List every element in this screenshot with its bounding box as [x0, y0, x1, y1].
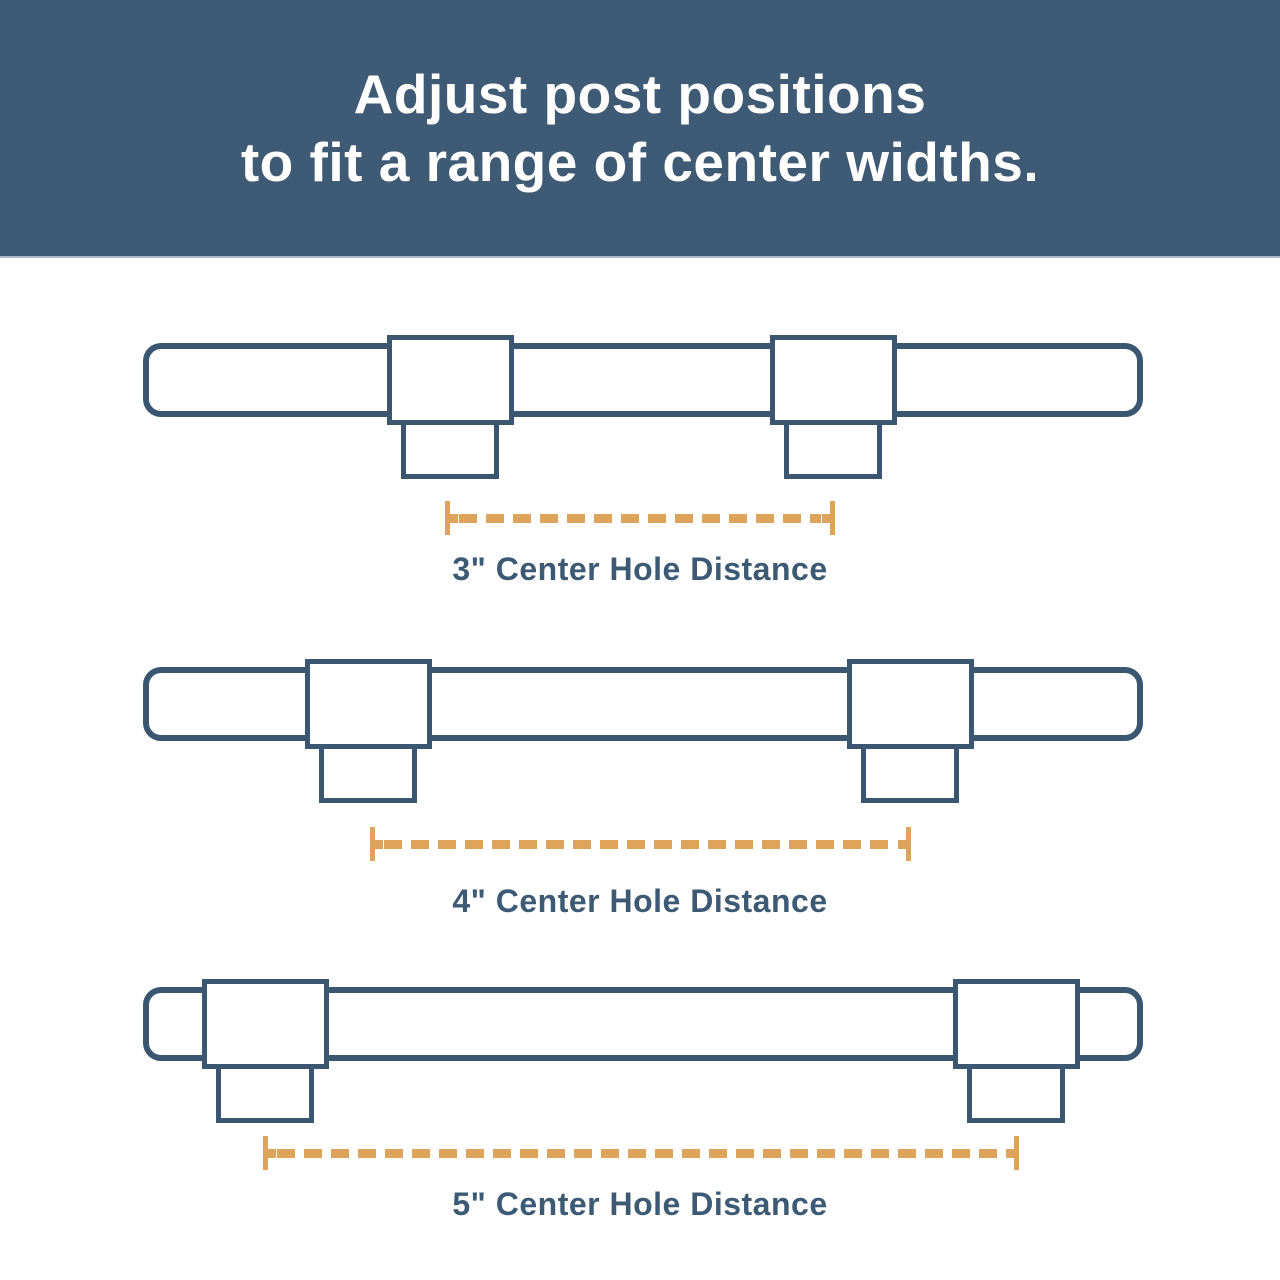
dimension-dashes	[277, 1149, 1005, 1158]
pull-bar	[143, 343, 1143, 417]
dimension-label: 5" Center Hole Distance	[452, 1186, 828, 1222]
dimension-line	[263, 1136, 1019, 1170]
dimension-label: 4" Center Hole Distance	[452, 883, 828, 919]
post-right-square	[847, 659, 974, 749]
post-left-square	[305, 659, 432, 749]
header-title-line-2: to fit a range of center widths.	[240, 131, 1040, 193]
dimension-tick-right-icon	[898, 827, 911, 861]
dimension-label: 3" Center Hole Distance	[452, 551, 828, 587]
post-left-base	[319, 744, 417, 803]
dimension-line	[445, 501, 835, 535]
post-right-base	[784, 420, 882, 479]
header-banner: Adjust post positions to fit a range of …	[0, 0, 1280, 258]
post-right-base	[861, 744, 959, 803]
post-left-base	[401, 420, 499, 479]
dimension-tick-right-icon	[1006, 1136, 1019, 1170]
dimension-tick-left-icon	[263, 1136, 276, 1170]
dimension-dashes	[459, 514, 821, 523]
post-right-square	[953, 979, 1080, 1069]
dimension-tick-left-icon	[370, 827, 383, 861]
post-left-square	[387, 335, 514, 425]
dimension-dashes	[384, 840, 897, 849]
post-right-base	[967, 1064, 1065, 1123]
dimension-tick-left-icon	[445, 501, 458, 535]
dimension-line	[370, 827, 911, 861]
post-left-base	[216, 1064, 314, 1123]
post-right-square	[770, 335, 897, 425]
header-title-line-1: Adjust post positions	[353, 63, 927, 125]
post-left-square	[202, 979, 329, 1069]
pull-bar	[143, 667, 1143, 741]
dimension-tick-right-icon	[822, 501, 835, 535]
